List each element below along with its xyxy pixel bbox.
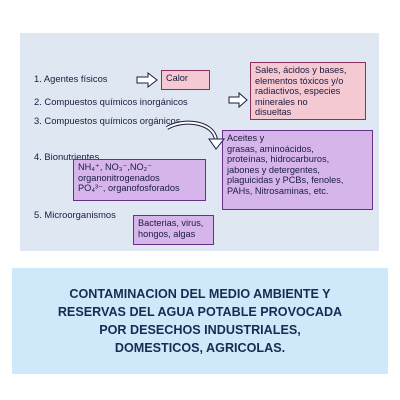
item-microorganismos: 5. Microorganismos [34,209,116,220]
organicos-box: Aceites y grasas, aminoácidos, proteínas… [222,130,373,210]
calor-label: Calor [166,73,188,83]
caption-text: CONTAMINACION DEL MEDIO AMBIENTE Y RESER… [57,287,343,355]
bionutrientes-line: NH₄⁺, NO₃⁻,NO₂⁻ [78,162,153,172]
sales-line: radiactivos, especies [255,86,341,96]
sales-line: disueltas [255,107,292,117]
sales-box: Sales, ácidos y bases, elementos tóxicos… [250,62,366,120]
organicos-line: Aceites y [227,133,265,143]
sales-line: Sales, ácidos y bases, [255,65,347,75]
item-compuestos-inorganicos: 2. Compuestos químicos inorgánicos [34,96,188,107]
sales-line: elementos tóxicos y/o [255,75,344,86]
organicos-line: PAHs, Nitrosaminas, etc. [227,185,329,196]
curved-arrow-icon [165,120,226,150]
bionutrientes-line: PO₄³⁻, organofosforados [78,183,180,193]
organicos-line: grasas, aminoácidos, [227,143,314,154]
arrow-right-icon [136,71,158,89]
item-agentes-fisicos: 1. Agentes físicos [34,73,108,84]
bionutrientes-box: NH₄⁺, NO₃⁻,NO₂⁻ organonitrogenados PO₄³⁻… [73,159,206,201]
organicos-line: jabones y detergentes, [227,164,320,175]
bionutrientes-line: organonitrogenados [78,172,160,183]
organicos-line: proteínas, hidrocarburos, [227,154,330,164]
arrow-right-icon [228,91,248,109]
caption-banner: CONTAMINACION DEL MEDIO AMBIENTE Y RESER… [12,268,388,374]
organicos-line: plaguicidas y PCBs, fenoles, [227,175,344,185]
item-compuestos-organicos: 3. Compuestos químicos orgánicos [34,115,181,126]
calor-box: Calor [161,70,210,90]
item-bionutrientes: 4. Bionutrientes [34,151,100,162]
sales-line: minerales no [255,96,308,107]
micro-line: Bacterias, virus, [138,218,204,228]
micro-line: hongos, algas [138,228,196,239]
microorganismos-box: Bacterias, virus, hongos, algas [133,215,214,245]
